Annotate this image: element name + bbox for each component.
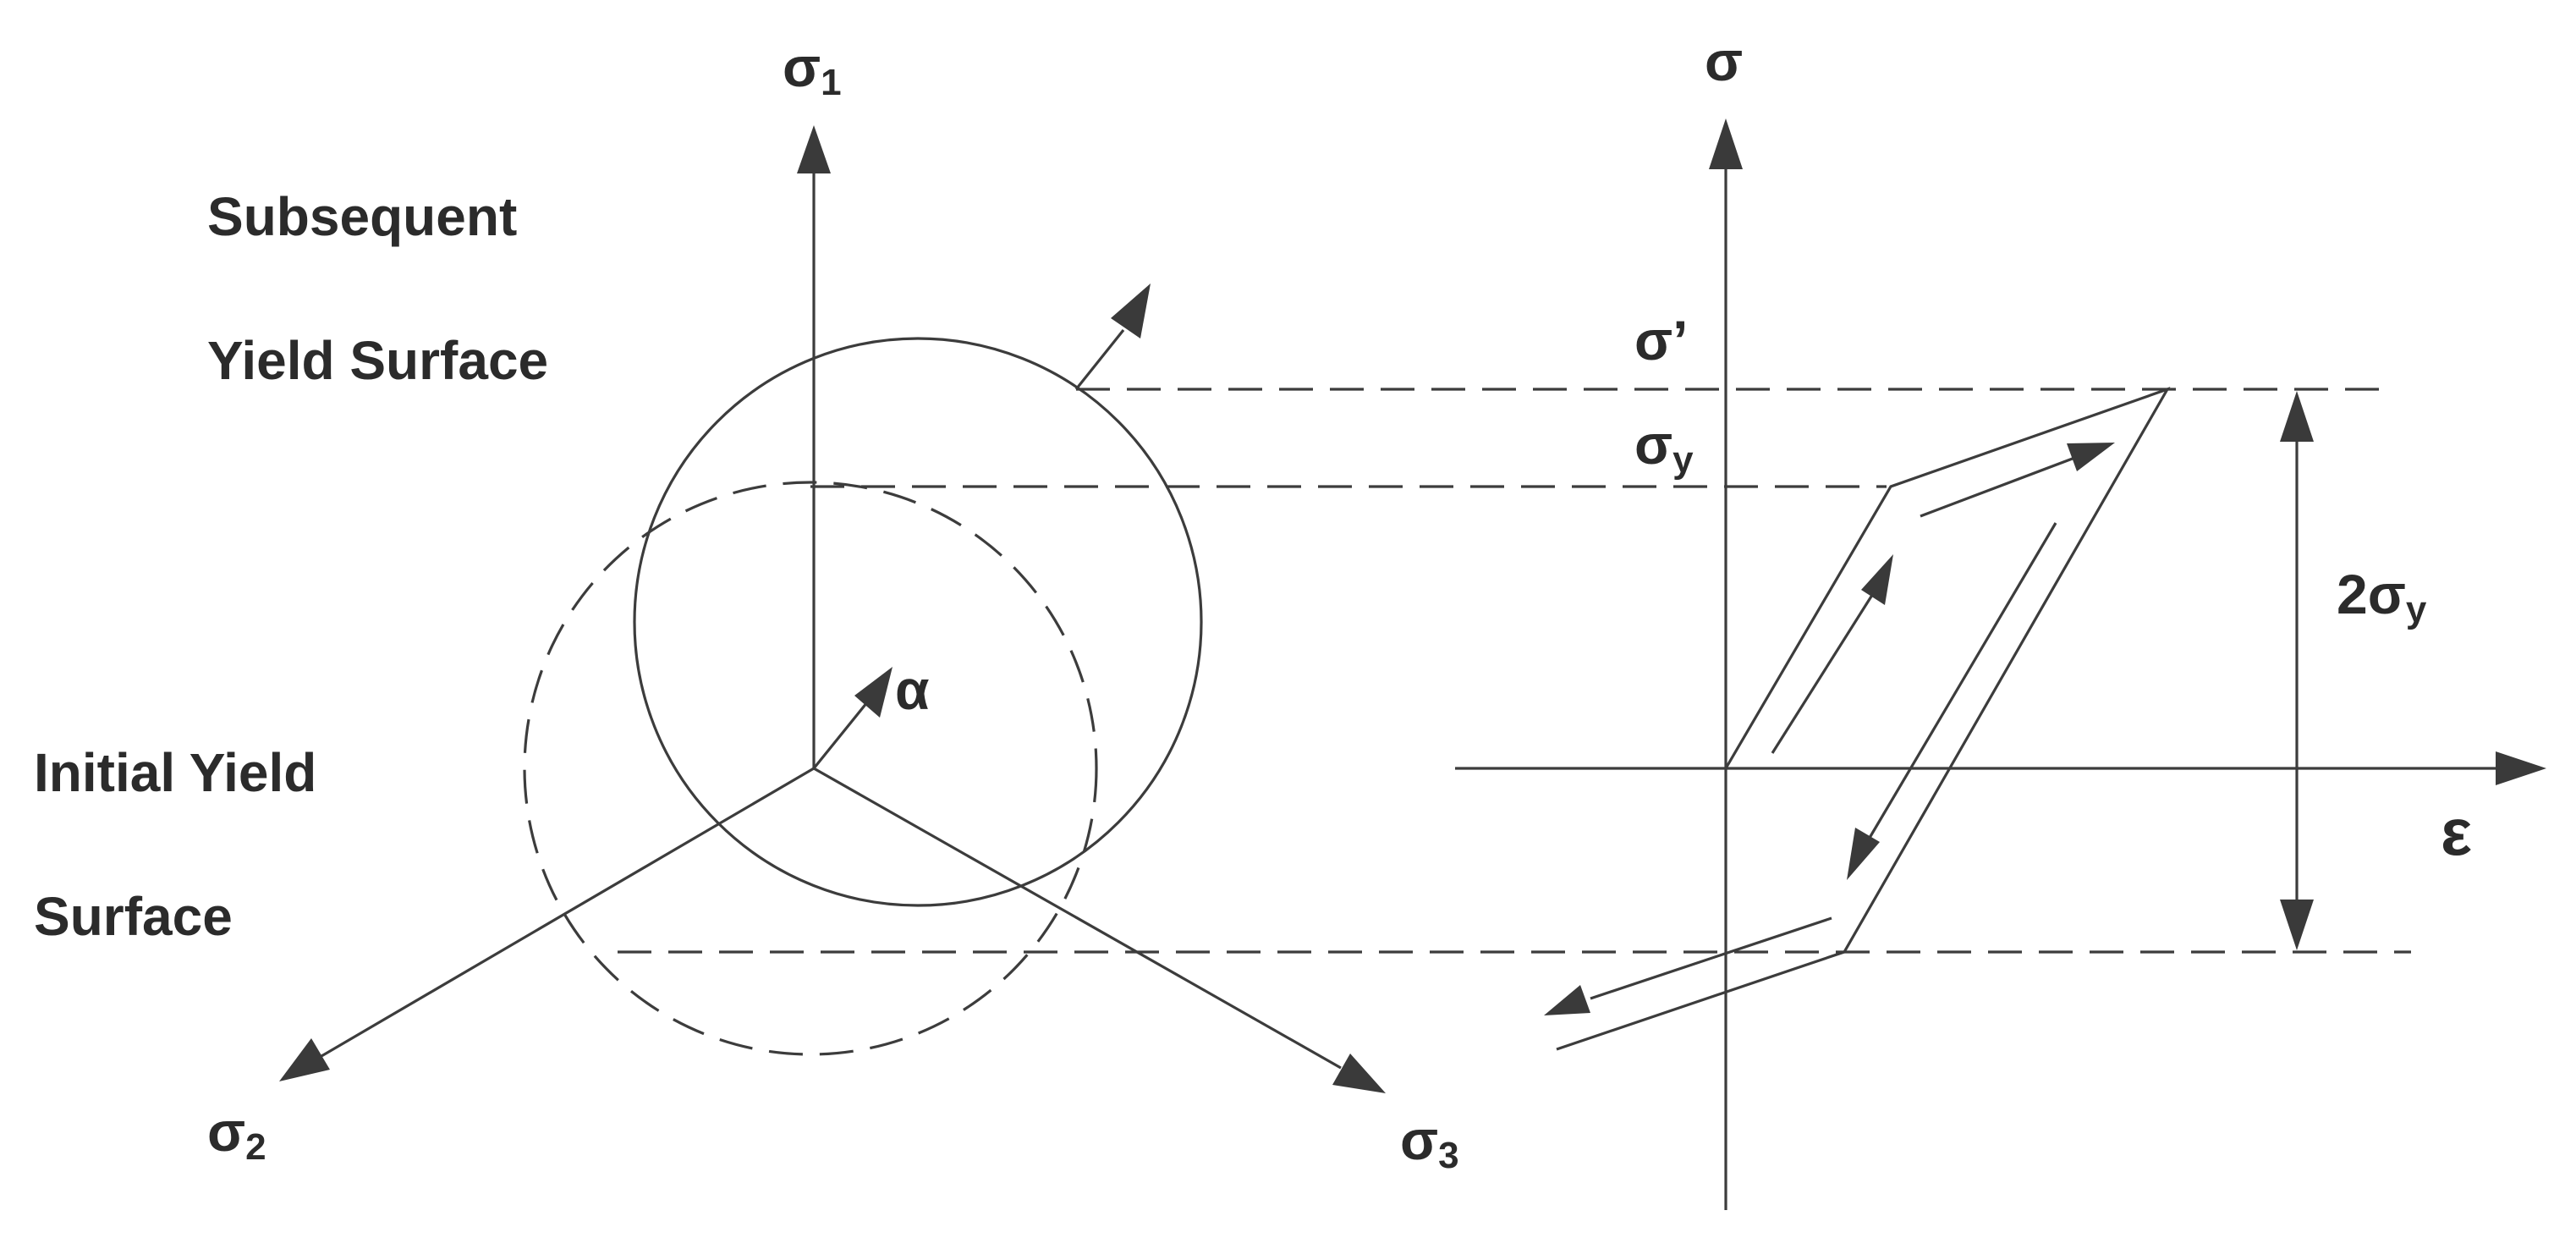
initial-yield-label-line1: Initial Yield	[34, 742, 316, 803]
sigma2-arrowhead	[279, 1038, 330, 1081]
initial-yield-surface-circle	[523, 481, 1098, 1056]
subsequent-yield-label-line2: Yield Surface	[207, 330, 548, 391]
sigma3-arrowhead	[1332, 1054, 1386, 1093]
sigma-y-label-sub: y	[1672, 439, 1694, 481]
alpha-label: α	[895, 658, 930, 721]
two-sigma-y-top-arrowhead	[2280, 391, 2314, 442]
initial-yield-label-line2: Surface	[34, 886, 233, 947]
sigma2-label-sub: 2	[245, 1126, 266, 1168]
normal-arrow-line	[1074, 329, 1125, 390]
sigma1-label-sub: 1	[821, 62, 841, 103]
sigma1-label: σ1	[783, 36, 842, 103]
alpha-arrowhead	[854, 667, 893, 718]
reverse-loading-arrow-line	[1590, 916, 1832, 1000]
sigma3-label-base: σ	[1400, 1109, 1438, 1171]
stress-axis-arrowhead	[1709, 118, 1743, 169]
sigma3-label-sub: 3	[1438, 1135, 1458, 1176]
strain-axis-arrowhead	[2496, 751, 2546, 785]
stress-axis-label: σ	[1705, 30, 1743, 92]
sigma3-axis-line	[813, 767, 1342, 1070]
strain-axis-label: ε	[2441, 795, 2472, 869]
sigma1-label-base: σ	[783, 36, 821, 98]
normal-arrowhead	[1111, 283, 1151, 338]
unloading-arrowhead	[1847, 828, 1880, 880]
sigma-y-label-base: σ	[1634, 413, 1672, 476]
loading-arrow-line	[1771, 591, 1876, 754]
sigma2-label: σ2	[207, 1100, 266, 1168]
subsequent-yield-label-line1: Subsequent	[207, 186, 517, 247]
sigma-y-label: σy	[1634, 413, 1694, 481]
hardening-arrow-line	[1920, 455, 2078, 518]
hysteresis-loop-outline	[1556, 387, 2171, 1051]
sigma3-label: σ3	[1400, 1109, 1459, 1176]
sigma2-label-base: σ	[207, 1100, 245, 1163]
alpha-arrow-line	[812, 701, 869, 770]
left-stress-space: Subsequent Yield Surface Initial Yield S…	[34, 36, 1459, 1176]
sigma2-axis-line	[321, 767, 815, 1058]
two-sigma-y-bottom-arrowhead	[2280, 900, 2314, 950]
hardening-arrowhead	[2067, 443, 2115, 471]
subsequent-yield-surface-circle	[633, 337, 1203, 907]
reverse-loading-arrowhead	[1544, 985, 1590, 1015]
right-stress-strain: σ ε σ’ σy 2σy	[1455, 30, 2546, 1210]
two-sigma-y-label: 2σy	[2337, 563, 2427, 630]
sigma-prime-label: σ’	[1634, 309, 1689, 371]
yield-level-dashed-lines	[618, 388, 2411, 954]
two-sigma-y-label-sub: y	[2406, 589, 2427, 630]
sigma1-arrowhead	[797, 125, 831, 173]
loading-arrowhead	[1861, 554, 1893, 605]
two-sigma-y-label-base: 2σ	[2337, 563, 2406, 625]
unloading-arrow-line	[1868, 522, 2057, 839]
